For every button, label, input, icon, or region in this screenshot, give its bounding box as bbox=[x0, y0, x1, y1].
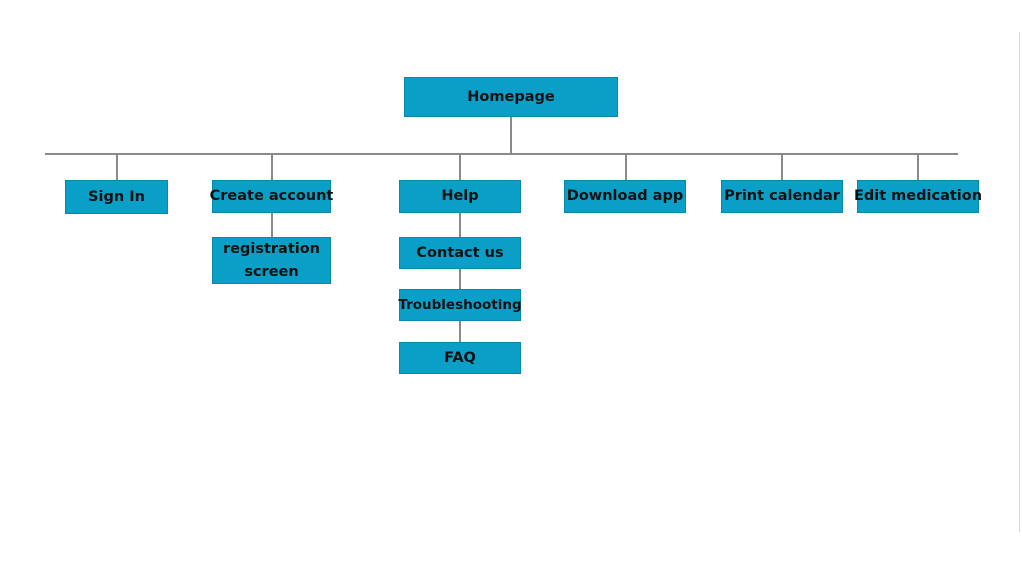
connector-registration-screen bbox=[271, 213, 273, 237]
node-registration-screen: registration screen bbox=[212, 237, 331, 284]
node-create-account: Create account bbox=[210, 180, 333, 213]
node-print-calendar: Print calendar bbox=[721, 180, 843, 213]
page-edge-divider bbox=[1019, 32, 1020, 532]
connector-edit-medication bbox=[917, 154, 919, 180]
connector-root bbox=[510, 117, 512, 154]
connector-contact-us bbox=[459, 213, 461, 237]
node-contact-us: Contact us bbox=[399, 237, 521, 269]
connector-troubleshooting bbox=[459, 269, 461, 289]
node-edit-medication: Edit medication bbox=[854, 180, 982, 213]
node-faq: FAQ bbox=[399, 342, 521, 374]
node-troubleshooting: Troubleshooting bbox=[398, 289, 522, 321]
connector-sign-in bbox=[116, 154, 118, 180]
connector-download-app bbox=[625, 154, 627, 180]
connector-main-bus bbox=[45, 153, 958, 155]
connector-print-calendar bbox=[781, 154, 783, 180]
node-download-app: Download app bbox=[564, 180, 686, 213]
connector-faq bbox=[459, 321, 461, 342]
node-help: Help bbox=[399, 180, 521, 213]
connector-create-account bbox=[271, 154, 273, 180]
node-homepage: Homepage bbox=[404, 77, 618, 117]
connector-help bbox=[459, 154, 461, 180]
node-sign-in: Sign In bbox=[65, 180, 168, 214]
